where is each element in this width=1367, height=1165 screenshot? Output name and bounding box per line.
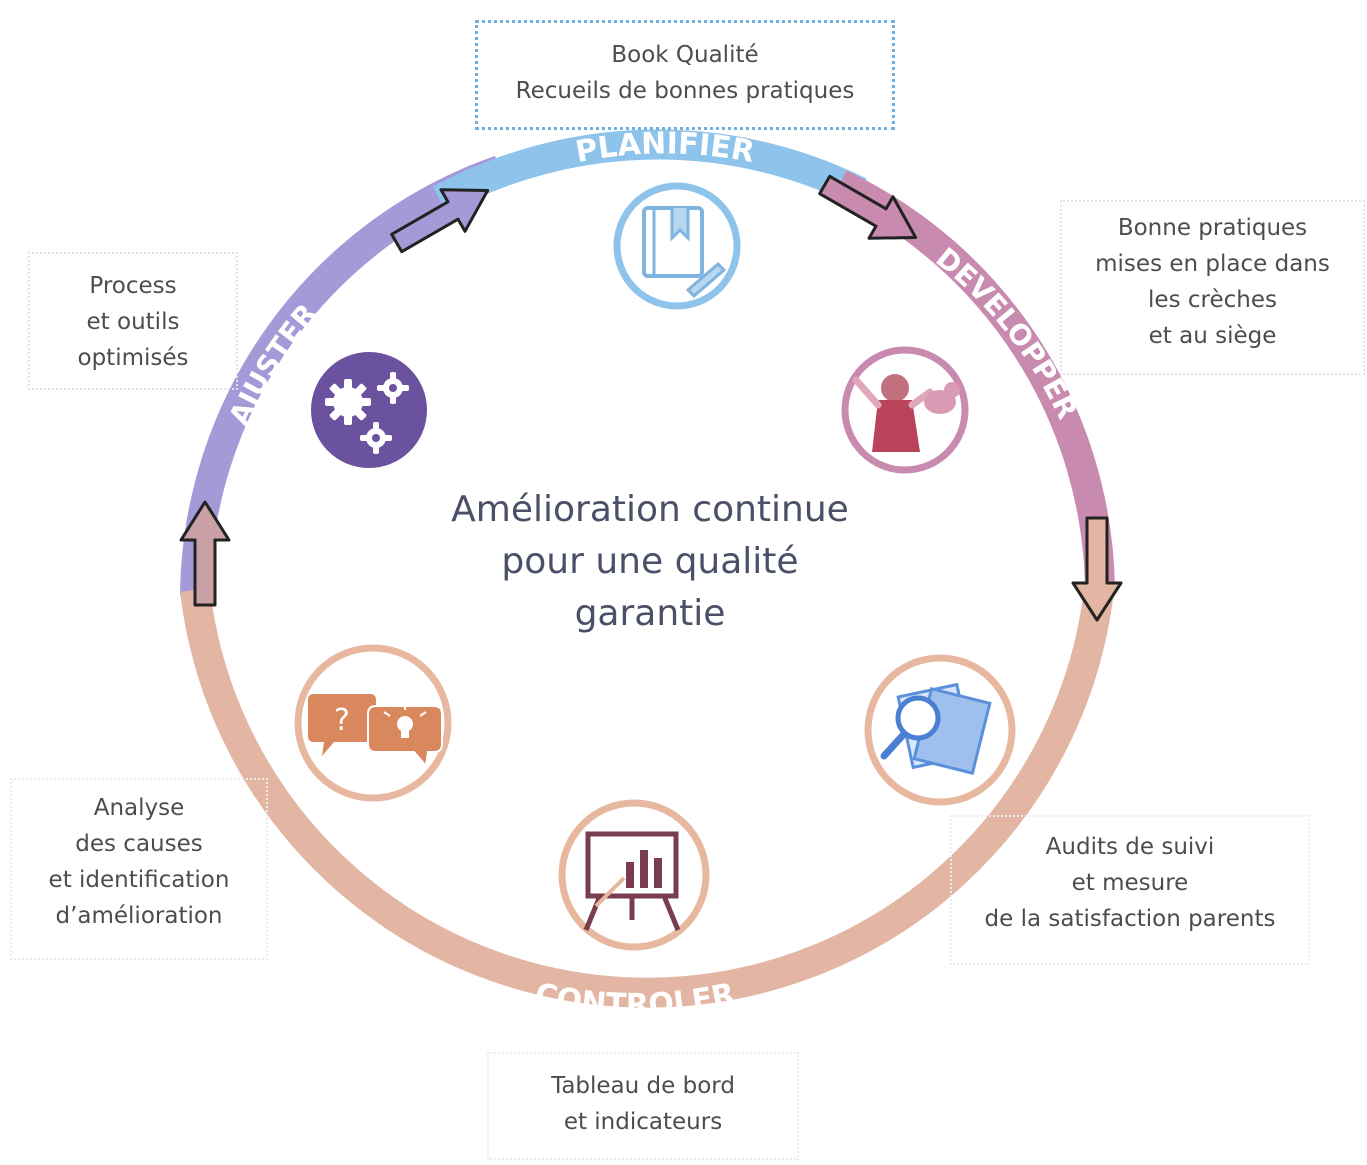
- note-line: optimisés: [77, 345, 189, 371]
- arrow-developper-to-controler-icon: [1071, 516, 1123, 622]
- note-audits: Audits de suivi et mesure de la satisfac…: [950, 815, 1310, 965]
- svg-text:?: ?: [334, 703, 350, 738]
- note-line: et au siège: [1148, 323, 1277, 349]
- arrow-controler-to-ajuster-icon: [179, 500, 231, 607]
- note-planifier: Book Qualité Recueils de bonnes pratique…: [475, 20, 895, 130]
- note-developper: Bonne pratiques mises en place dans les …: [1060, 200, 1365, 375]
- note-line: Audits de suivi: [1045, 834, 1215, 860]
- chart-easel-icon: [558, 799, 710, 951]
- phase-label-planifier: PLANIFIER: [573, 126, 757, 170]
- center-title-line-1: Amélioration continue: [451, 489, 849, 530]
- question-idea-bubbles-icon: ?: [294, 644, 452, 802]
- note-ajuster: Process et outils optimisés: [28, 252, 238, 390]
- arrow-planifier-to-developper-icon: [818, 174, 918, 240]
- note-line: de la satisfaction parents: [984, 906, 1276, 932]
- documents-magnifier-icon: [864, 654, 1016, 806]
- note-line: les crèches: [1148, 287, 1277, 313]
- note-line: d’amélioration: [55, 903, 223, 929]
- note-analyse: Analyse des causes et identification d’a…: [10, 778, 268, 960]
- note-line: Bonne pratiques: [1117, 215, 1308, 241]
- note-line: et outils: [86, 309, 180, 335]
- note-line: Tableau de bord: [551, 1073, 735, 1099]
- center-title-line-3: garantie: [574, 593, 726, 634]
- book-pen-icon: [613, 182, 741, 310]
- note-line: des causes: [75, 831, 203, 857]
- note-line: et mesure: [1071, 870, 1189, 896]
- note-line: Recueils de bonnes pratiques: [515, 78, 855, 104]
- note-line: Book Qualité: [611, 42, 759, 68]
- note-line: et indicateurs: [563, 1109, 723, 1135]
- note-line: Analyse: [93, 795, 185, 821]
- note-line: mises en place dans: [1095, 251, 1330, 277]
- note-line: Process: [89, 273, 177, 299]
- note-line: et identification: [48, 867, 230, 893]
- note-controler: Tableau de bord et indicateurs: [487, 1052, 799, 1160]
- center-title-line-2: pour une qualité: [501, 541, 799, 582]
- arrow-ajuster-to-planifier-icon: [390, 188, 490, 254]
- child-bird-icon: [841, 346, 969, 474]
- center-title: Amélioration continue pour une qualité g…: [400, 484, 900, 640]
- gears-icon: [311, 352, 427, 468]
- ring-segment-planifier: [432, 129, 867, 214]
